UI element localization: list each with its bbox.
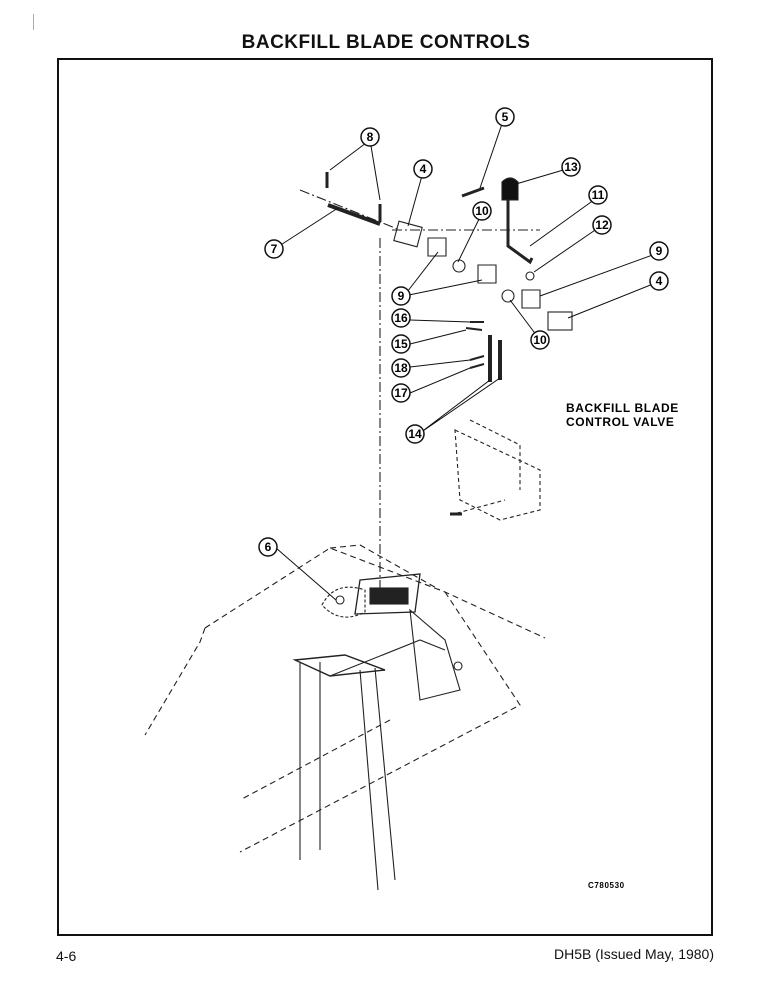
svg-text:11: 11 xyxy=(592,188,605,202)
callout-11: 11 xyxy=(588,185,608,205)
callout-16: 16 xyxy=(391,308,411,328)
callout-17: 17 xyxy=(391,383,411,403)
washer-10a xyxy=(452,259,466,273)
svg-text:18: 18 xyxy=(394,361,408,375)
callout-4-right: 4 xyxy=(649,271,669,291)
svg-text:5: 5 xyxy=(502,110,509,124)
tower-bracket xyxy=(409,608,461,701)
body-outline-lower xyxy=(239,719,391,801)
callout-9-right: 9 xyxy=(649,241,669,261)
callout-7: 7 xyxy=(264,239,284,259)
callout-6: 6 xyxy=(258,537,278,557)
block-4-right xyxy=(547,311,573,331)
svg-text:14: 14 xyxy=(408,427,422,441)
bolt-5 xyxy=(461,186,485,198)
block-4-left xyxy=(393,220,423,248)
svg-text:9: 9 xyxy=(656,244,663,258)
scan-mark xyxy=(33,14,34,30)
callout-18: 18 xyxy=(391,358,411,378)
callouts: 8 4 5 13 10 11 7 12 xyxy=(258,107,669,557)
svg-text:4: 4 xyxy=(656,274,663,288)
valve-label-line2: CONTROL VALVE xyxy=(566,415,674,429)
pin-18 xyxy=(469,355,485,361)
lever-11 xyxy=(506,200,534,265)
page-number: 4-6 xyxy=(56,948,77,964)
svg-text:8: 8 xyxy=(367,130,374,144)
svg-text:9: 9 xyxy=(398,289,405,303)
svg-text:10: 10 xyxy=(533,333,547,347)
svg-text:4: 4 xyxy=(420,162,427,176)
mount-slot xyxy=(369,587,409,605)
callout-10-right: 10 xyxy=(530,330,550,350)
bracket-6 xyxy=(321,586,366,618)
callout-4-top: 4 xyxy=(413,159,433,179)
svg-text:13: 13 xyxy=(564,160,578,174)
nut-12 xyxy=(525,271,535,281)
svg-text:7: 7 xyxy=(271,242,278,256)
body-outline-right xyxy=(239,591,521,853)
knob-13 xyxy=(501,177,519,201)
doc-reference: DH5B (Issued May, 1980) xyxy=(553,946,714,962)
bolt-6 xyxy=(335,595,345,605)
body-outline-left xyxy=(204,547,546,639)
svg-text:12: 12 xyxy=(595,218,609,232)
svg-text:16: 16 xyxy=(394,311,408,325)
pin-17 xyxy=(469,363,485,369)
mount-plate xyxy=(354,573,421,615)
leader-lines xyxy=(275,117,659,601)
tower-bolt xyxy=(453,661,463,671)
valve-outline xyxy=(454,429,541,521)
callout-15: 15 xyxy=(391,334,411,354)
block-9a xyxy=(427,237,447,257)
callout-13: 13 xyxy=(561,157,581,177)
page-title: BACKFILL BLADE CONTROLS xyxy=(241,32,531,53)
svg-text:10: 10 xyxy=(475,204,489,218)
block-9b xyxy=(477,264,497,284)
machine-body-lines xyxy=(144,172,573,891)
alignment-line-3 xyxy=(299,189,401,231)
drawing-code: C780530 xyxy=(588,881,625,890)
shaft-7 xyxy=(327,203,381,226)
block-9c xyxy=(521,289,541,309)
tower-right-leg xyxy=(359,667,396,891)
callout-10-top: 10 xyxy=(472,201,492,221)
svg-text:17: 17 xyxy=(394,386,408,400)
tower-top-plate xyxy=(292,654,386,677)
diagram-frame xyxy=(57,58,713,936)
tower-left-leg xyxy=(299,662,321,860)
callout-5: 5 xyxy=(495,107,515,127)
washer-10b xyxy=(501,289,515,303)
tower-crossbar xyxy=(329,639,446,677)
valve-label-line1: BACKFILL BLADE xyxy=(566,401,679,415)
body-outline-rear xyxy=(329,544,441,591)
svg-text:15: 15 xyxy=(394,337,408,351)
valve-outline-2 xyxy=(469,419,521,490)
svg-text:6: 6 xyxy=(265,540,272,554)
pin-15 xyxy=(465,327,483,331)
callout-8: 8 xyxy=(360,127,380,147)
callout-9-left: 9 xyxy=(391,286,411,306)
callout-14: 14 xyxy=(405,424,425,444)
callout-12: 12 xyxy=(592,215,612,235)
body-outline-hood xyxy=(144,627,206,736)
